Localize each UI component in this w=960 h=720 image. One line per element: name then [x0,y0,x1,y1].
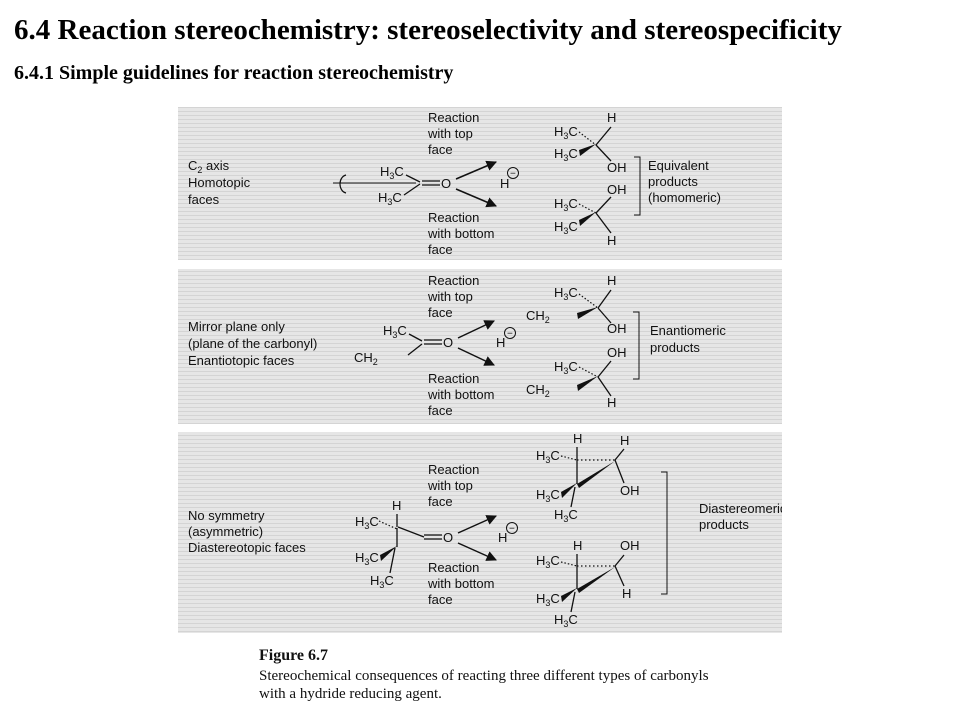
svg-text:H3C: H3C [554,612,578,629]
svg-text:OH: OH [607,182,627,197]
panel2-top-face-line1: Reaction [428,273,479,288]
svg-text:H: H [622,586,631,601]
panel1-result-line2: products [648,174,698,189]
svg-text:H: H [620,433,629,448]
panel-enantiotopic: Mirror plane only (plane of the carbonyl… [188,273,726,418]
panel2-ethyl: CH2 [354,350,378,367]
svg-text:OH: OH [607,345,627,360]
panel1-bottom-face-line3: face [428,242,453,257]
panel2-oxygen: O [443,335,453,350]
panel2-bottom-face-line1: Reaction [428,371,479,386]
panel1-bottom-face-line1: Reaction [428,210,479,225]
svg-text:H3C: H3C [536,448,560,465]
svg-text:H3C: H3C [536,591,560,608]
panel-diastereotopic-background [178,432,782,633]
stereochemistry-figure: C2 axis Homotopic faces H3C H3C O H − Re… [178,107,782,633]
panel2-hydride: H [496,335,505,350]
slide-subtitle: 6.4.1 Simple guidelines for reaction ste… [14,62,454,84]
svg-text:H3C: H3C [355,514,379,531]
panel1-hydride: H [500,176,509,191]
svg-text:CH2: CH2 [526,308,550,325]
panel3-top-face-line1: Reaction [428,462,479,477]
figure-caption-label: Figure 6.7 [259,647,329,664]
panel2-top-face-line2: with top [427,289,473,304]
panel3-desc-line1: No symmetry [188,508,265,523]
panel1-top-face-line3: face [428,142,453,157]
panel2-result-line2: products [650,340,700,355]
svg-text:OH: OH [607,160,627,175]
panel3-bottom-face-line1: Reaction [428,560,479,575]
svg-text:H3C: H3C [370,573,394,590]
panel3-desc-line2: (asymmetric) [188,524,263,539]
panel2-top-face-line3: face [428,305,453,320]
panel1-result-line1: Equivalent [648,158,709,173]
panel3-hydride-charge: − [509,524,515,535]
panel2-result-line1: Enantiomeric [650,323,726,338]
panel3-substrate-h: H [392,498,401,513]
svg-text:H: H [573,431,582,446]
panel3-result-line1: Diastereomeric [699,501,782,516]
svg-text:OH: OH [607,321,627,336]
panel1-result-line3: (homomeric) [648,190,721,205]
figure-caption-text: Stereochemical consequences of reacting … [259,668,709,702]
panel1-top-face-line1: Reaction [428,110,479,125]
panel3-bottom-face-line3: face [428,592,453,607]
svg-text:CH2: CH2 [526,382,550,399]
panel-homotopic-background [178,107,782,260]
panel2-desc-line3: Enantiotopic faces [188,353,295,368]
panel3-product-bottom: H OH H3C H3C H3C H [536,538,640,629]
svg-text:H: H [607,110,616,125]
rotation-axis-icon [339,174,347,194]
panel3-top-face-line2: with top [427,478,473,493]
panel1-desc-line2: Homotopic [188,175,251,190]
panel1-product-bottom: OH H3C H3C H [554,182,627,248]
panel2-methyl: H3C [383,323,407,340]
panel-enantiotopic-background [178,269,782,424]
panel1-bottom-face-line2: with bottom [427,226,494,241]
panel1-hydride-charge: − [510,169,516,180]
panel-homotopic: C2 axis Homotopic faces H3C H3C O H − Re… [188,110,721,257]
svg-text:H3C: H3C [536,487,560,504]
panel3-bottom-face-line2: with bottom [427,576,494,591]
panel3-top-face-line3: face [428,494,453,509]
svg-text:H3C: H3C [554,146,578,163]
panel3-hydride: H [498,530,507,545]
svg-text:OH: OH [620,483,640,498]
panel2-product-top: H H3C CH2 OH [526,273,627,336]
svg-text:OH: OH [620,538,640,553]
svg-text:H3C: H3C [554,507,578,524]
panel1-top-face-line2: with top [427,126,473,141]
panel-diastereotopic: No symmetry (asymmetric) Diastereotopic … [188,431,782,629]
svg-text:H: H [607,273,616,288]
panel1-c2-axis-label: C2 axis [188,158,230,175]
svg-text:H3C: H3C [355,550,379,567]
panel3-desc-line3: Diastereotopic faces [188,540,306,555]
panel1-desc-line3: faces [188,192,220,207]
panel1-oxygen: O [441,176,451,191]
panel3-result-line2: products [699,517,749,532]
svg-text:H: H [573,538,582,553]
panel2-hydride-charge: − [507,329,513,340]
svg-text:H3C: H3C [554,359,578,376]
panel2-desc-line2: (plane of the carbonyl) [188,336,317,351]
svg-text:H3C: H3C [554,285,578,302]
panel1-methyl-top: H3C [380,164,404,181]
panel1-methyl-bottom: H3C [378,190,402,207]
panel2-bottom-face-line3: face [428,403,453,418]
panel3-product-top: H H H3C H3C H3C OH [536,431,640,524]
panel2-bottom-face-line2: with bottom [427,387,494,402]
panel3-oxygen: O [443,530,453,545]
svg-text:H3C: H3C [554,219,578,236]
svg-text:H3C: H3C [554,196,578,213]
svg-text:H3C: H3C [536,553,560,570]
panel2-desc-line1: Mirror plane only [188,319,285,334]
svg-text:H3C: H3C [554,124,578,141]
slide-title: 6.4 Reaction stereochemistry: stereosele… [14,14,842,46]
svg-text:H: H [607,395,616,410]
panel2-product-bottom: OH H3C CH2 H [526,345,627,410]
panel1-product-top: H3C H3C H OH [554,110,627,175]
svg-text:H: H [607,233,616,248]
